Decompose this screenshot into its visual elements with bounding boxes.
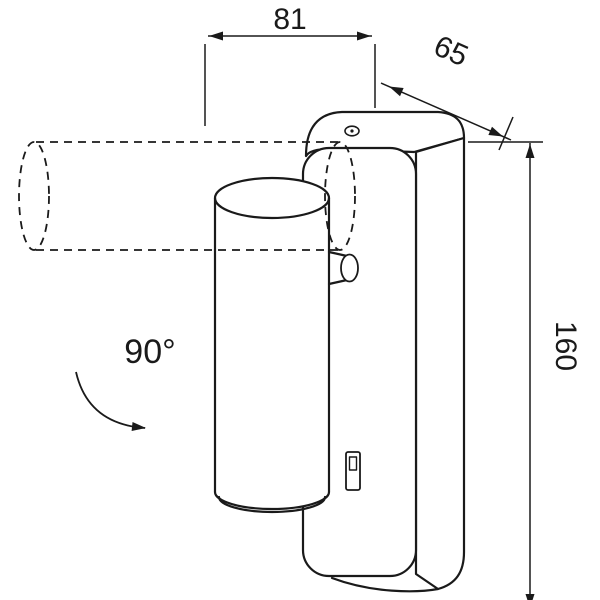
depth-extension-line [498,116,514,151]
cylinder-bottom-rim-inner [217,495,327,514]
pivot-knob-cap [340,253,359,283]
arrowhead-icon [209,31,223,41]
dashed-cylinder-rear-cap [324,141,356,251]
rotated-position-dashed-outline [18,141,356,251]
arrowhead-icon [525,594,535,600]
height-dimension-label: 160 [549,321,582,371]
rotation-arc [75,371,146,429]
pivot-knob-bottom-edge [327,278,349,286]
pivot-knob [327,250,359,286]
width-dimension-label: 81 [273,3,306,36]
dashed-cylinder-front-cap [18,141,50,251]
arrowhead-icon [387,82,404,97]
depth-dimension-line [380,82,512,141]
arrowhead-icon [131,422,147,433]
power-switch-lever [348,456,358,471]
wall-mount-bracket [301,110,466,593]
cylinder-body-fill [215,178,329,509]
width-dimension: 81 [204,3,376,126]
arrowhead-icon [525,144,535,158]
pivot-knob-top-edge [327,250,349,258]
arrowhead-icon [357,31,371,41]
screw-hole-center-dot [350,129,354,133]
height-dimension: 160 [468,141,582,600]
mount-bottom-edge [330,576,440,593]
arrowhead-icon [488,126,505,141]
depth-dimension-label: 65 [429,29,473,73]
rotation-angle-label: 90° [124,333,175,371]
rotation-annotation: 90° [75,333,176,433]
mount-side-face [414,136,466,591]
lamp-head-cylinder [213,176,331,514]
